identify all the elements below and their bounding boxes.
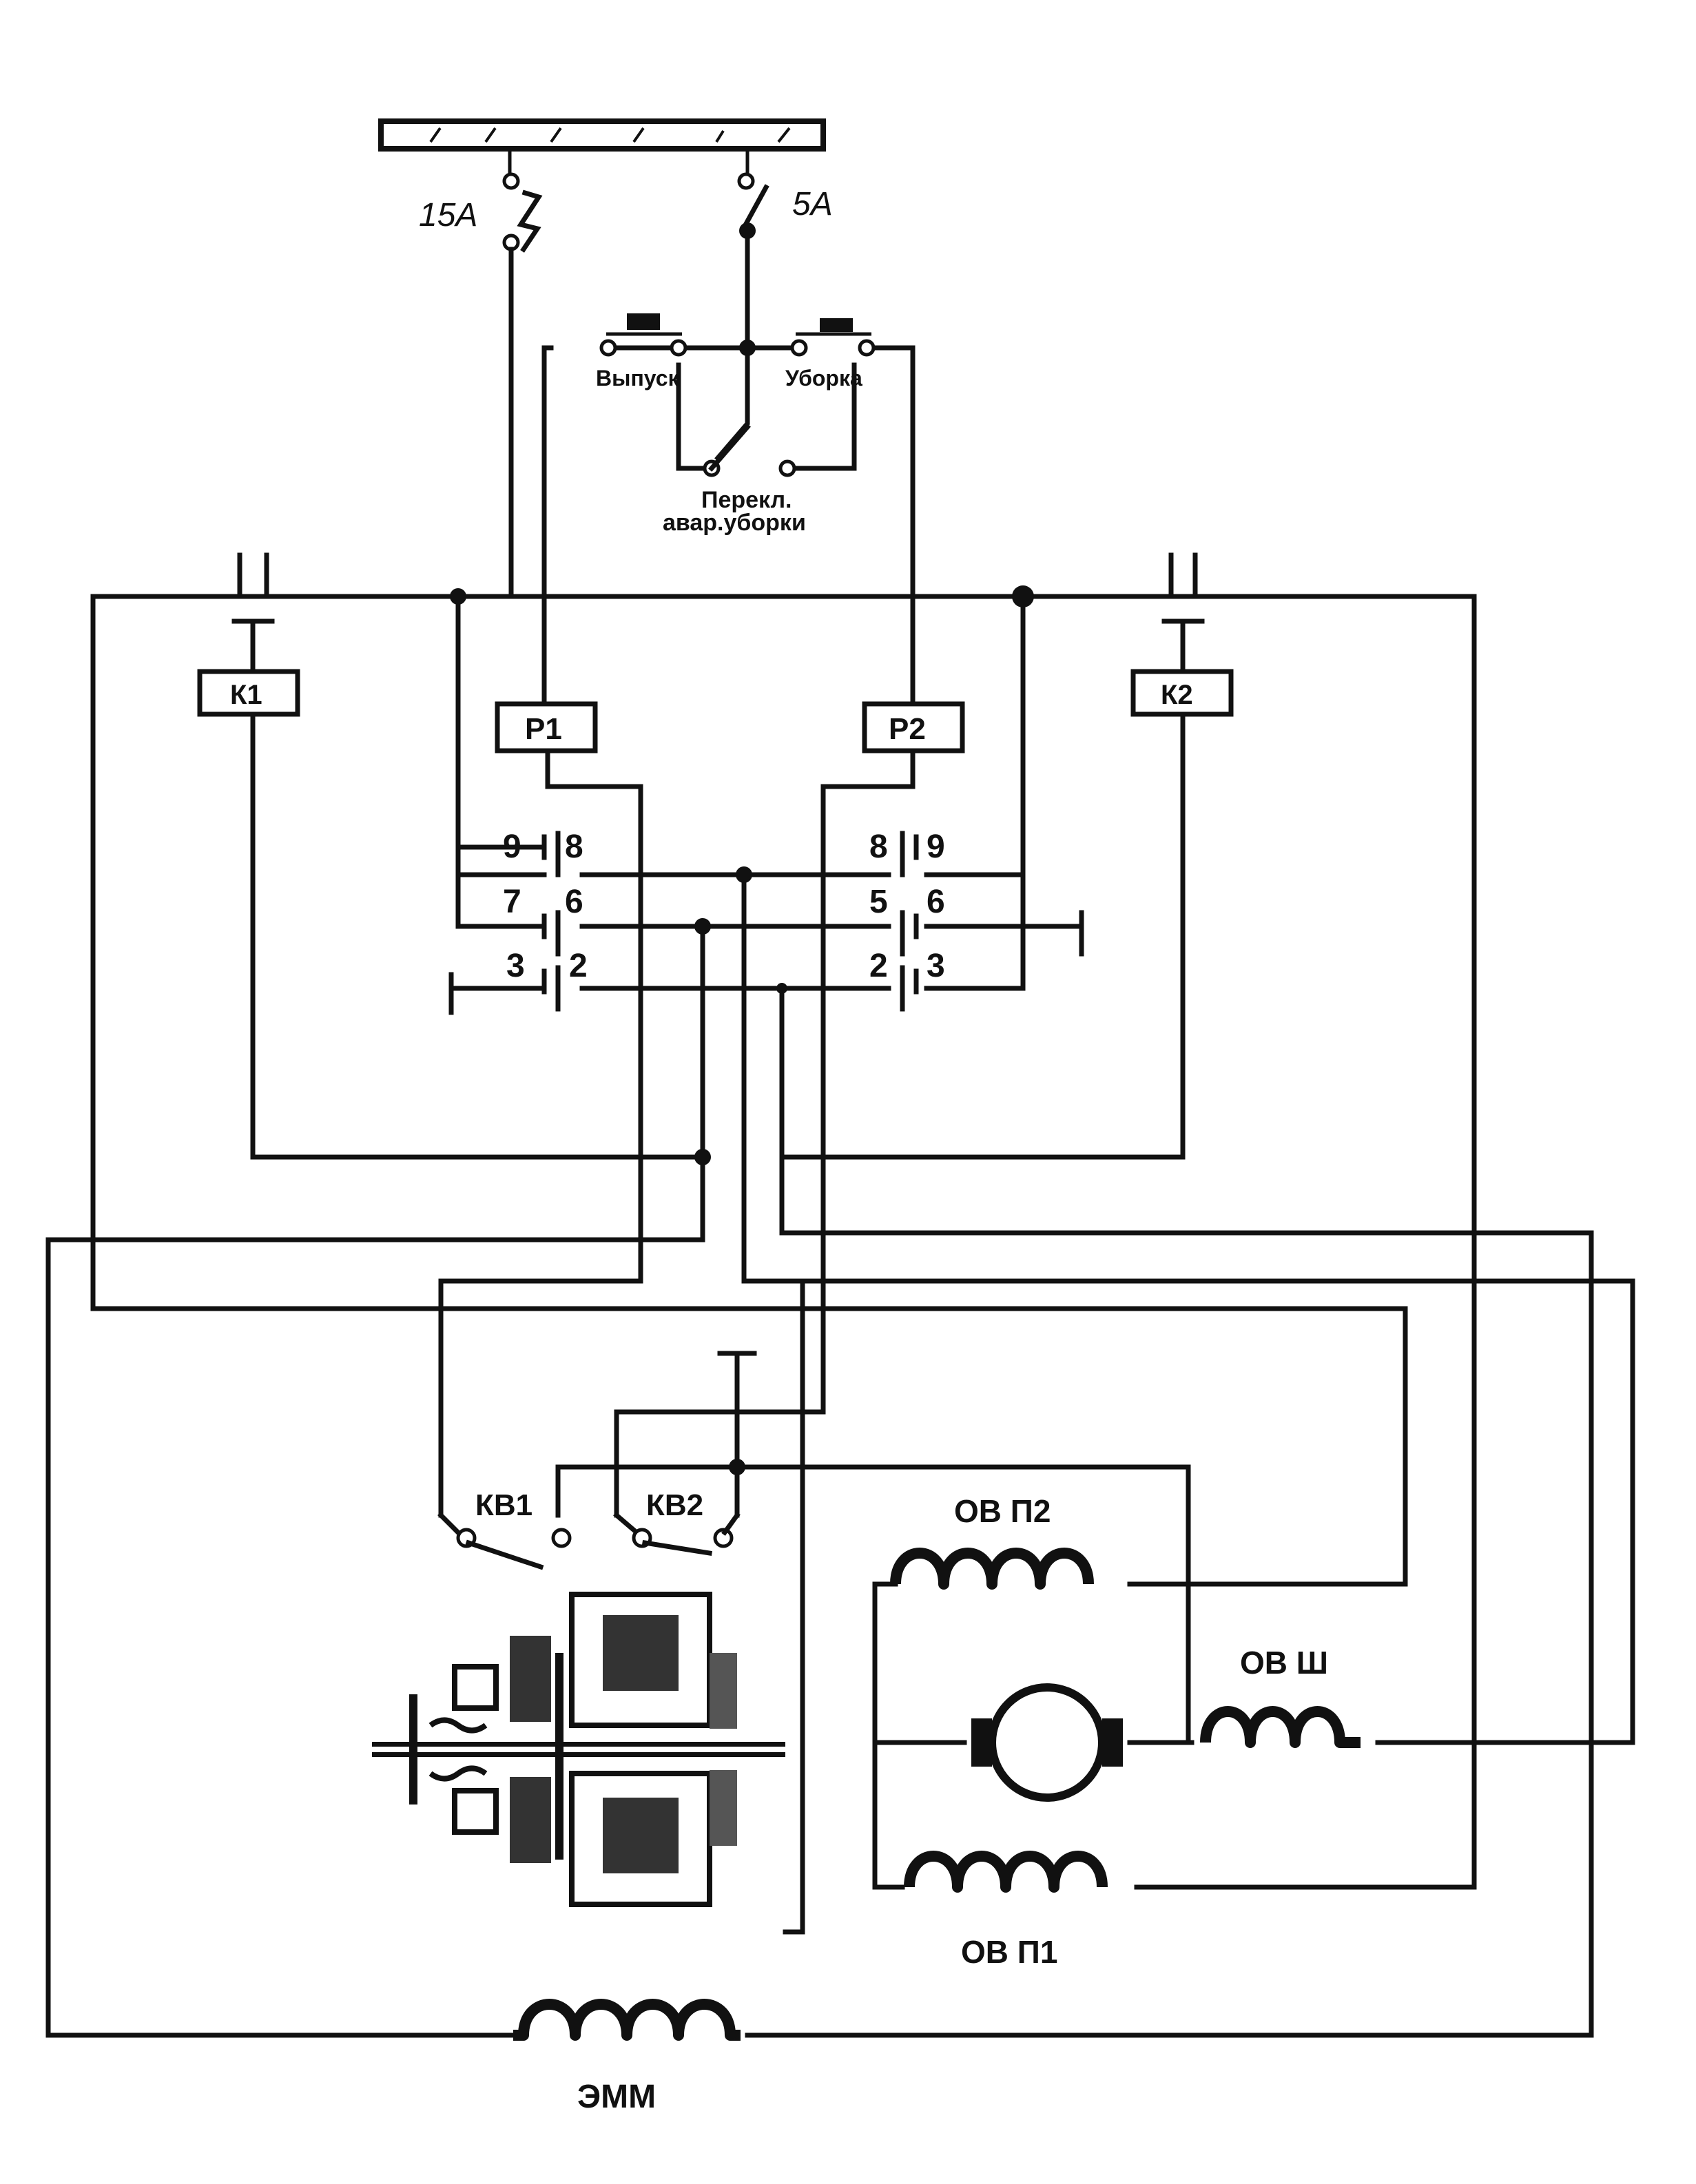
winding-ovp1-label: ОВ П1 [961, 1934, 1057, 1970]
p1-contact-3: 3 [506, 948, 525, 984]
relay-p2-coil [614, 701, 965, 1449]
breaker-5a-label: 5А [792, 186, 833, 222]
extend-button [599, 313, 687, 357]
contactor-k2-label: К2 [1161, 680, 1193, 710]
p2-contact-9: 9 [927, 829, 945, 865]
breaker-15a-label: 15А [419, 197, 477, 233]
relay-p1-contacts [541, 831, 561, 1012]
p2-contact-2: 2 [869, 948, 888, 984]
p2-contact-6: 6 [927, 884, 945, 920]
winding-ovsh-label: ОВ Ш [1240, 1645, 1328, 1681]
p1-contact-8: 8 [565, 829, 583, 865]
clutch-assembly-drawing [372, 1592, 785, 1907]
p2-contact-5: 5 [869, 884, 888, 920]
retract-button [790, 318, 876, 357]
p1-contact-9: 9 [503, 829, 521, 865]
extend-button-label: Выпуск [596, 366, 680, 391]
winding-ovp2 [890, 1548, 1094, 1590]
lower-wiring [45, 594, 1635, 2038]
relay-p2-contacts [900, 831, 919, 1012]
limit-switch-kv1 [437, 1512, 572, 1570]
emergency-retract-switch [703, 424, 796, 477]
contactor-k1-coil [197, 618, 705, 1160]
limit-switch-kv2-label: КВ2 [646, 1488, 703, 1522]
winding-emm-label: ЭММ [577, 2079, 656, 2115]
emergency-switch-label-line2: авар.уборки [663, 510, 806, 536]
main-bus [90, 552, 1477, 607]
winding-ovsh [1200, 1706, 1361, 1748]
relay-contacts-wiring [448, 594, 1084, 1935]
limit-switch-kv1-label: КВ1 [475, 1488, 532, 1522]
retract-button-label: Уборка [785, 366, 862, 391]
winding-ovp2-label: ОВ П2 [954, 1493, 1051, 1529]
p1-contact-6: 6 [565, 884, 583, 920]
power-bus-bar [378, 118, 826, 174]
contactor-k1-label: К1 [230, 680, 262, 710]
circuit-breaker-15a [502, 172, 543, 253]
circuit-breaker-5a [737, 172, 769, 239]
p2-contact-3: 3 [927, 948, 945, 984]
relay-p2-label: Р2 [889, 712, 926, 746]
motor-armature [971, 1683, 1123, 1802]
limit-switch-kv2 [613, 1512, 741, 1557]
relay-p1-label: Р1 [525, 712, 562, 746]
p1-contact-7: 7 [503, 884, 521, 920]
winding-emm [513, 1999, 741, 2041]
relay-p1-coil [438, 701, 643, 1435]
emergency-switch-label-line1: Перекл. [701, 487, 792, 513]
p1-contact-2: 2 [569, 948, 588, 984]
p2-contact-8: 8 [869, 829, 888, 865]
winding-ovp1 [904, 1851, 1108, 1893]
